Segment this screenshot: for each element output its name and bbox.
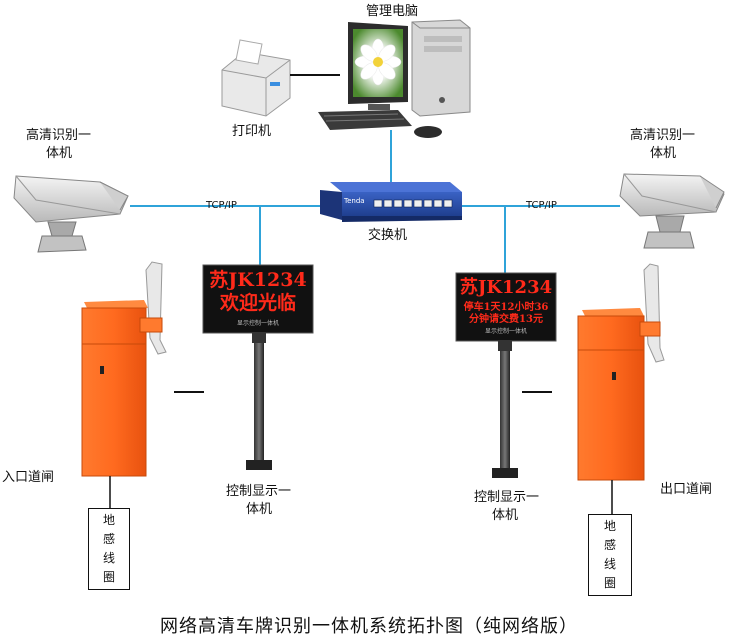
diagram-title: 网络高清车牌识别一体机系统拓扑图（纯网络版） xyxy=(160,616,578,637)
loop-left-char-4: 圈 xyxy=(102,570,115,584)
switch-port xyxy=(413,199,423,208)
camera-left-label-line1: 高清识别一 xyxy=(26,128,92,143)
display-right-label-line2: 体机 xyxy=(492,508,519,523)
printer-icon xyxy=(221,39,291,117)
gate-right-label: 出口道闸 xyxy=(660,482,713,497)
switch-port xyxy=(423,199,433,208)
pc-label: 管理电脑 xyxy=(366,4,419,19)
display-right-caption: 显示控制一体机 xyxy=(484,328,527,335)
loop-right-box: 地 感 线 圈 xyxy=(588,514,632,596)
switch-port xyxy=(443,199,453,208)
right-gate-icon xyxy=(577,263,665,481)
loop-right-char-4: 圈 xyxy=(603,576,616,590)
switch-port xyxy=(383,199,393,208)
loop-left-char-1: 地 xyxy=(102,513,115,527)
display-right-screen-line2: 停车1天12小时36 xyxy=(463,302,549,313)
switch-label: 交换机 xyxy=(368,228,408,243)
camera-left-label-line2: 体机 xyxy=(46,146,73,161)
loop-left-char-3: 线 xyxy=(102,551,115,565)
loop-right-char-3: 线 xyxy=(603,557,616,571)
left-protocol-label: TCP/IP xyxy=(206,200,237,211)
right-display-icon xyxy=(455,272,557,478)
right-camera-icon xyxy=(619,173,725,249)
loop-left-char-2: 感 xyxy=(102,532,115,546)
network-links xyxy=(130,130,620,275)
display-right-label-line1: 控制显示一 xyxy=(474,490,540,505)
right-protocol-label: TCP/IP xyxy=(526,200,557,211)
left-gate-icon xyxy=(81,261,167,477)
loop-right-char-1: 地 xyxy=(603,519,616,533)
switch-brand: Tenda xyxy=(344,197,365,205)
display-left-label-line1: 控制显示一 xyxy=(226,484,292,499)
switch-port xyxy=(433,199,443,208)
left-display-icon xyxy=(202,264,314,470)
display-left-screen-line2: 欢迎光临 xyxy=(219,292,296,314)
gate-left-label: 入口道闸 xyxy=(2,470,55,485)
switch-port xyxy=(393,199,403,208)
printer-label: 打印机 xyxy=(232,124,272,139)
loop-right-char-2: 感 xyxy=(603,538,616,552)
switch-port xyxy=(373,199,383,208)
display-right-screen-line1: 苏JK1234 xyxy=(459,277,553,298)
switch-ports xyxy=(373,199,453,208)
switch-port xyxy=(403,199,413,208)
camera-right-label-line2: 体机 xyxy=(650,146,677,161)
display-left-label-line2: 体机 xyxy=(246,502,273,517)
left-camera-icon xyxy=(13,175,129,253)
display-left-screen-line1: 苏JK1234 xyxy=(209,269,307,291)
camera-right-label-line1: 高清识别一 xyxy=(630,128,696,143)
loop-left-box: 地 感 线 圈 xyxy=(88,508,130,590)
display-right-screen-line3: 分钟请交费13元 xyxy=(469,314,543,325)
computer-icon xyxy=(318,19,471,138)
display-left-caption: 显示控制一体机 xyxy=(236,320,279,327)
